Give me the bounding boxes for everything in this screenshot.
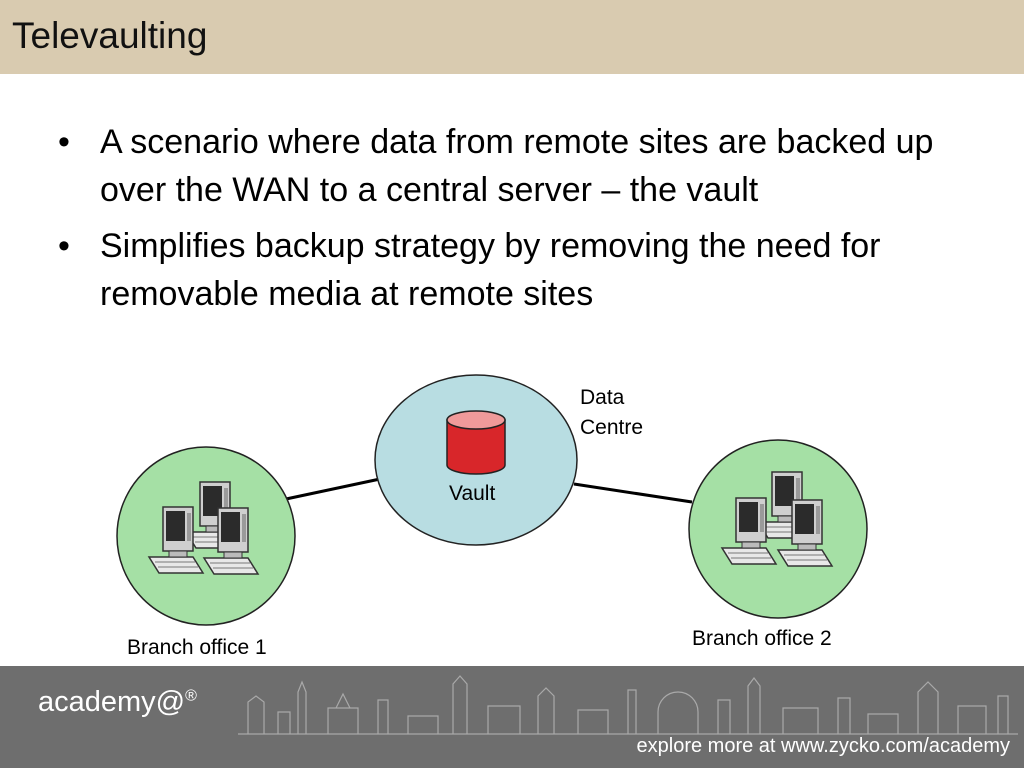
data-centre-label: Centre [580,416,644,439]
bullet-text: A scenario where data from remote sites … [100,123,934,209]
registered-mark: ® [185,687,197,705]
brand-text: academy@ [38,686,186,718]
brand-logo: academy@® [38,686,197,719]
bullet-item: • Simplifies backup strategy by removing … [58,222,978,318]
link-branch1-to-datacentre [285,477,381,501]
footer-link[interactable]: explore more at www.zycko.com/academy [636,735,1010,757]
vault-cylinder-icon [446,410,506,475]
title-bar: Televaulting [0,0,1024,74]
network-diagram [116,374,868,626]
link-datacentre-to-branch2 [573,482,693,504]
data-centre-label: Data [580,386,625,409]
bullet-text: Simplifies backup strategy by removing t… [100,227,881,313]
bullet-dot: • [58,227,70,265]
branch-office-2-label: Branch office 2 [692,627,832,650]
bullet-item: • A scenario where data from remote sites… [58,118,978,214]
bullet-dot: • [58,123,70,161]
branch-office-1-label: Branch office 1 [127,636,267,659]
bullet-list: • A scenario where data from remote sites… [58,118,978,326]
slide-title: Televaulting [12,15,208,56]
city-skyline-icon [238,675,1018,735]
footer-bar: academy@® explore more at www.zycko.com/… [0,666,1024,768]
vault-label: Vault [449,482,496,505]
